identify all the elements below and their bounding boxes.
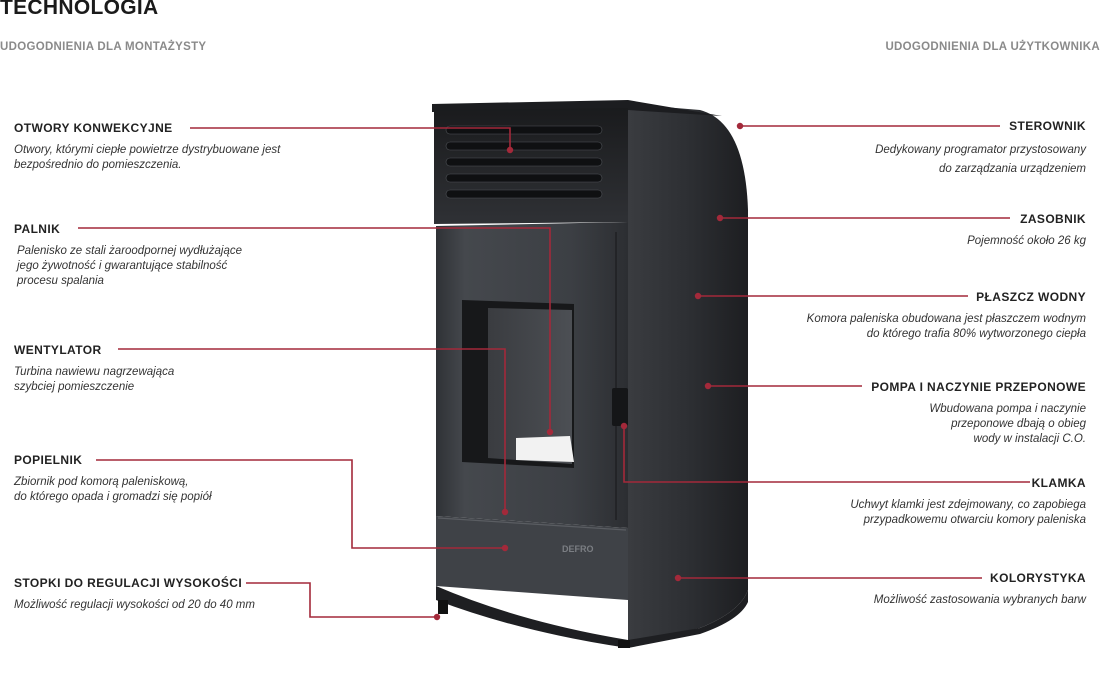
stove-side-panel [628,104,748,644]
feature-description: Możliwość regulacji wysokości od 20 do 4… [14,599,255,611]
feature-description: Zbiornik pod komorą paleniskową,do które… [14,476,212,503]
feature-title: POPIELNIK [14,453,83,467]
feature-handle: KLAMKA Uchwyt klamki jest zdejmowany, co… [850,476,1086,528]
feature-title: PŁASZCZ WODNY [976,290,1086,304]
feature-description: Uchwyt klamki jest zdejmowany, co zapobi… [850,499,1086,526]
feature-title: KOLORYSTYKA [990,571,1086,585]
feature-ash-pan: POPIELNIK Zbiornik pod komorą paleniskow… [14,453,212,505]
burner [516,436,574,462]
feature-description: Palenisko ze stali żaroodpornej wydłużaj… [17,245,243,287]
leveling-foot [438,600,448,614]
feature-colors: KOLORYSTYKA Możliwość zastosowania wybra… [874,571,1086,608]
page-title: TECHNOLOGIA [0,0,159,19]
feature-description: Pojemność około 26 kg [967,235,1086,247]
feature-burner: PALNIK Palenisko ze stali żaroodpornej w… [14,222,242,289]
user-benefits-heading: UDOGODNIENIA DLA UŻYTKOWNIKA [885,41,1100,53]
feature-description: Otwory, którymi ciepłe powietrze dystryb… [14,144,281,171]
feature-title: POMPA I NACZYNIE PRZEPONOWE [871,380,1086,394]
feature-hopper: ZASOBNIK Pojemność około 26 kg [967,212,1086,249]
feature-water-jacket: PŁASZCZ WODNY Komora paleniska obudowana… [807,290,1086,342]
feature-controller: STEROWNIK Dedykowany programator przysto… [875,119,1086,179]
feature-title: STOPKI DO REGULACJI WYSOKOŚCI [14,576,243,590]
feature-title: ZASOBNIK [1020,212,1086,226]
feature-title: PALNIK [14,222,61,236]
feature-convection-openings: OTWORY KONWEKCYJNE Otwory, którymi ciepł… [14,121,280,173]
feature-pump-expansion-vessel: POMPA I NACZYNIE PRZEPONOWE Wbudowana po… [871,380,1086,447]
feature-description: Możliwość zastosowania wybranych barw [873,594,1086,606]
stove-base [436,586,748,648]
feature-title: OTWORY KONWEKCYJNE [14,121,173,135]
door-handle [612,388,628,426]
feature-title: WENTYLATOR [14,343,102,357]
feature-height-adjust-feet: STOPKI DO REGULACJI WYSOKOŚCI Możliwość … [14,576,255,613]
feature-title: STEROWNIK [1009,119,1086,133]
feature-description: Komora paleniska obudowana jest płaszcze… [806,313,1086,340]
feature-title: KLAMKA [1031,476,1086,490]
stove-top [432,100,722,116]
installer-benefits-heading: UDOGODNIENIA DLA MONTAŻYSTY [0,41,207,53]
brand-logo: DEFRO [562,544,594,554]
